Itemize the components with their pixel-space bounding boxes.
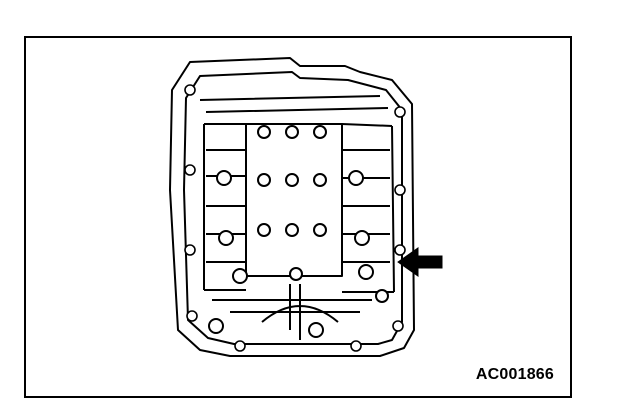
bolt bbox=[285, 173, 299, 187]
pan-flange-outline bbox=[169, 57, 415, 357]
bolt bbox=[313, 173, 327, 187]
bolt bbox=[285, 223, 299, 237]
flange-hole bbox=[184, 84, 196, 96]
bolt bbox=[313, 223, 327, 237]
flange-hole bbox=[186, 310, 198, 322]
bolt bbox=[232, 268, 248, 284]
arrow-left-icon bbox=[397, 247, 443, 277]
flange-hole bbox=[184, 244, 196, 256]
separator-plate bbox=[245, 123, 343, 277]
bolt bbox=[257, 223, 271, 237]
flange-hole bbox=[394, 184, 406, 196]
flange-hole bbox=[184, 164, 196, 176]
bolt bbox=[348, 170, 364, 186]
bolt bbox=[308, 322, 324, 338]
figure-id-label: AC001866 bbox=[475, 366, 554, 383]
upper-rail bbox=[199, 95, 389, 113]
bolt bbox=[289, 267, 303, 281]
lower-linkage bbox=[212, 284, 372, 340]
bolt bbox=[285, 125, 299, 139]
flange-hole bbox=[394, 244, 406, 256]
flange-hole bbox=[234, 340, 246, 352]
bolt bbox=[216, 170, 232, 186]
flange-hole bbox=[394, 106, 406, 118]
bolt bbox=[208, 318, 224, 334]
flange-hole bbox=[392, 320, 404, 332]
bolt bbox=[358, 264, 374, 280]
bolt bbox=[313, 125, 327, 139]
bolt bbox=[257, 173, 271, 187]
left-valve-column bbox=[203, 123, 246, 291]
flange-hole bbox=[350, 340, 362, 352]
bolt bbox=[354, 230, 370, 246]
figure-frame bbox=[24, 36, 572, 398]
bolt bbox=[375, 289, 389, 303]
bolt bbox=[218, 230, 234, 246]
bolt bbox=[257, 125, 271, 139]
pan-inner-wall bbox=[183, 71, 403, 345]
